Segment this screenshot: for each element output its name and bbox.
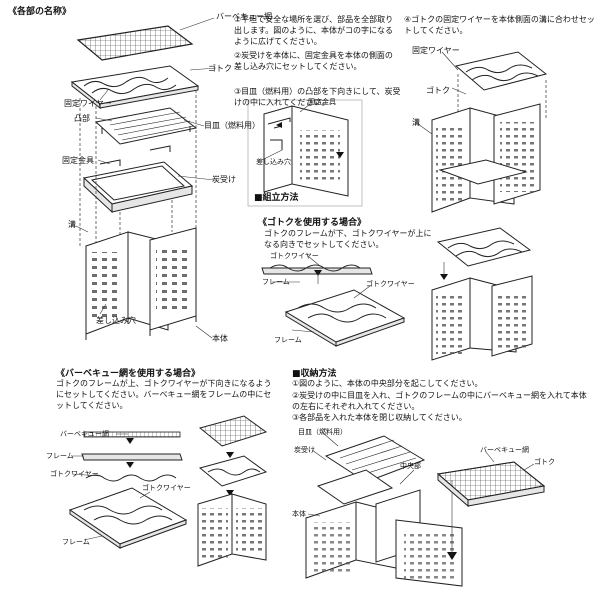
bbq-use-diagram bbox=[68, 431, 188, 549]
assembly-step-2: ②炭受けを本体に、固定金具を本体の側面の差し込み穴にセットしてください。 bbox=[234, 51, 393, 71]
part-ash-tray bbox=[82, 161, 194, 214]
label-gotoku-wire: ゴトクワイヤー bbox=[270, 252, 319, 260]
gotoku-on-stove-diagram bbox=[431, 227, 533, 361]
label-body: 本体 bbox=[212, 334, 228, 343]
label-bbq-wire: ゴトクワイヤー bbox=[50, 470, 99, 478]
label-ash-tray: 炭受け bbox=[212, 175, 236, 184]
part-bbq-net bbox=[76, 25, 194, 61]
label-gotoku-frame-2: フレーム bbox=[274, 336, 302, 344]
assembly-method-title: ■組立方法 bbox=[254, 193, 299, 203]
label-gotoku-wire-2: ゴトクワイヤー bbox=[366, 280, 415, 288]
storage-step-1: ①図のように、本体の中央部分を起こしてください。 bbox=[292, 379, 483, 388]
assembly-step-1: ①平坦で安全な場所を選び、部品を全部取り出します。図のように、本体がコの字になる… bbox=[234, 15, 394, 46]
parts-title: 《各部の名称》 bbox=[8, 7, 72, 17]
label-bbq-net: バーベキュー網 bbox=[216, 12, 272, 21]
bbq-on-stove-diagram bbox=[197, 415, 268, 567]
label-gotoku-frame: フレーム bbox=[262, 278, 290, 286]
label-fixing-bracket: 固定金具 bbox=[62, 156, 94, 165]
assembly-detail-diagram bbox=[247, 99, 363, 207]
parts-exploded-diagram bbox=[70, 17, 217, 340]
label-assembly-hole: 差し込み穴 bbox=[256, 158, 291, 166]
label-bbq-net: バーベキュー網 bbox=[60, 430, 109, 438]
label-storage-grate: 目皿（燃料用） bbox=[298, 428, 347, 436]
label-storage-center: 中央部 bbox=[400, 462, 421, 470]
label-gotoku: ゴトク bbox=[208, 64, 232, 73]
step4-diagram bbox=[417, 51, 548, 213]
label-storage-gotoku: ゴトク bbox=[534, 458, 555, 466]
label-step4-wire: 固定ワイヤー bbox=[412, 46, 460, 55]
gotoku-use-diagram bbox=[261, 255, 406, 347]
gotoku-use-text: ゴトクのフレームが下、ゴトクワイヤーが上になる向きでセットしてください。 bbox=[264, 229, 432, 249]
label-storage-net: バーベキュー網 bbox=[480, 446, 529, 454]
label-insert-hole: 差し込み穴 bbox=[96, 316, 136, 325]
label-grate: 目皿（燃料用） bbox=[204, 121, 260, 130]
storage-step-2: ②炭受けの中に目皿を入れ、ゴトクのフレームの中にバーベキュー網を入れて本体の左右… bbox=[292, 391, 587, 411]
label-convex: 凸部 bbox=[74, 114, 90, 123]
gotoku-use-title: 《ゴトクを使用する場合》 bbox=[258, 218, 367, 228]
assembly-step-3: ③目皿（燃料用）の凸部を下向きにして、炭受けの中に入れてください。 bbox=[234, 87, 401, 107]
label-step4-gotoku: ゴトク bbox=[426, 86, 450, 95]
label-bbq-frame-2: フレーム bbox=[62, 538, 90, 546]
storage-step-3: ③各部品を入れた本体を閉じ収納してください。 bbox=[292, 413, 467, 422]
label-assembly-bracket: 固定金具 bbox=[308, 98, 336, 106]
label-groove: 溝 bbox=[68, 220, 76, 229]
label-step4-groove: 溝 bbox=[412, 118, 420, 127]
bbq-use-text: ゴトクのフレームが上、ゴトクワイヤーが下向きになるようにセットしてください。バー… bbox=[56, 379, 272, 410]
part-body bbox=[85, 227, 197, 340]
part-gotoku bbox=[70, 65, 200, 110]
storage-title: ■収納方法 bbox=[292, 369, 337, 379]
bbq-use-title: 《バーベキュー網を使用する場合》 bbox=[56, 369, 201, 379]
label-bbq-wire-2: ゴトクワイヤー bbox=[142, 484, 191, 492]
label-storage-body: 本体 bbox=[292, 510, 306, 518]
step4-text: ④ゴトクの固定ワイヤーを本体側面の溝に合わせセットしてください。 bbox=[404, 15, 595, 35]
storage-diagram bbox=[305, 431, 546, 587]
label-storage-ash-tray: 炭受け bbox=[294, 446, 315, 454]
label-bbq-frame: フレーム bbox=[46, 452, 74, 460]
label-fixing-wire: 固定ワイヤー bbox=[64, 99, 112, 108]
part-grate bbox=[94, 107, 198, 145]
